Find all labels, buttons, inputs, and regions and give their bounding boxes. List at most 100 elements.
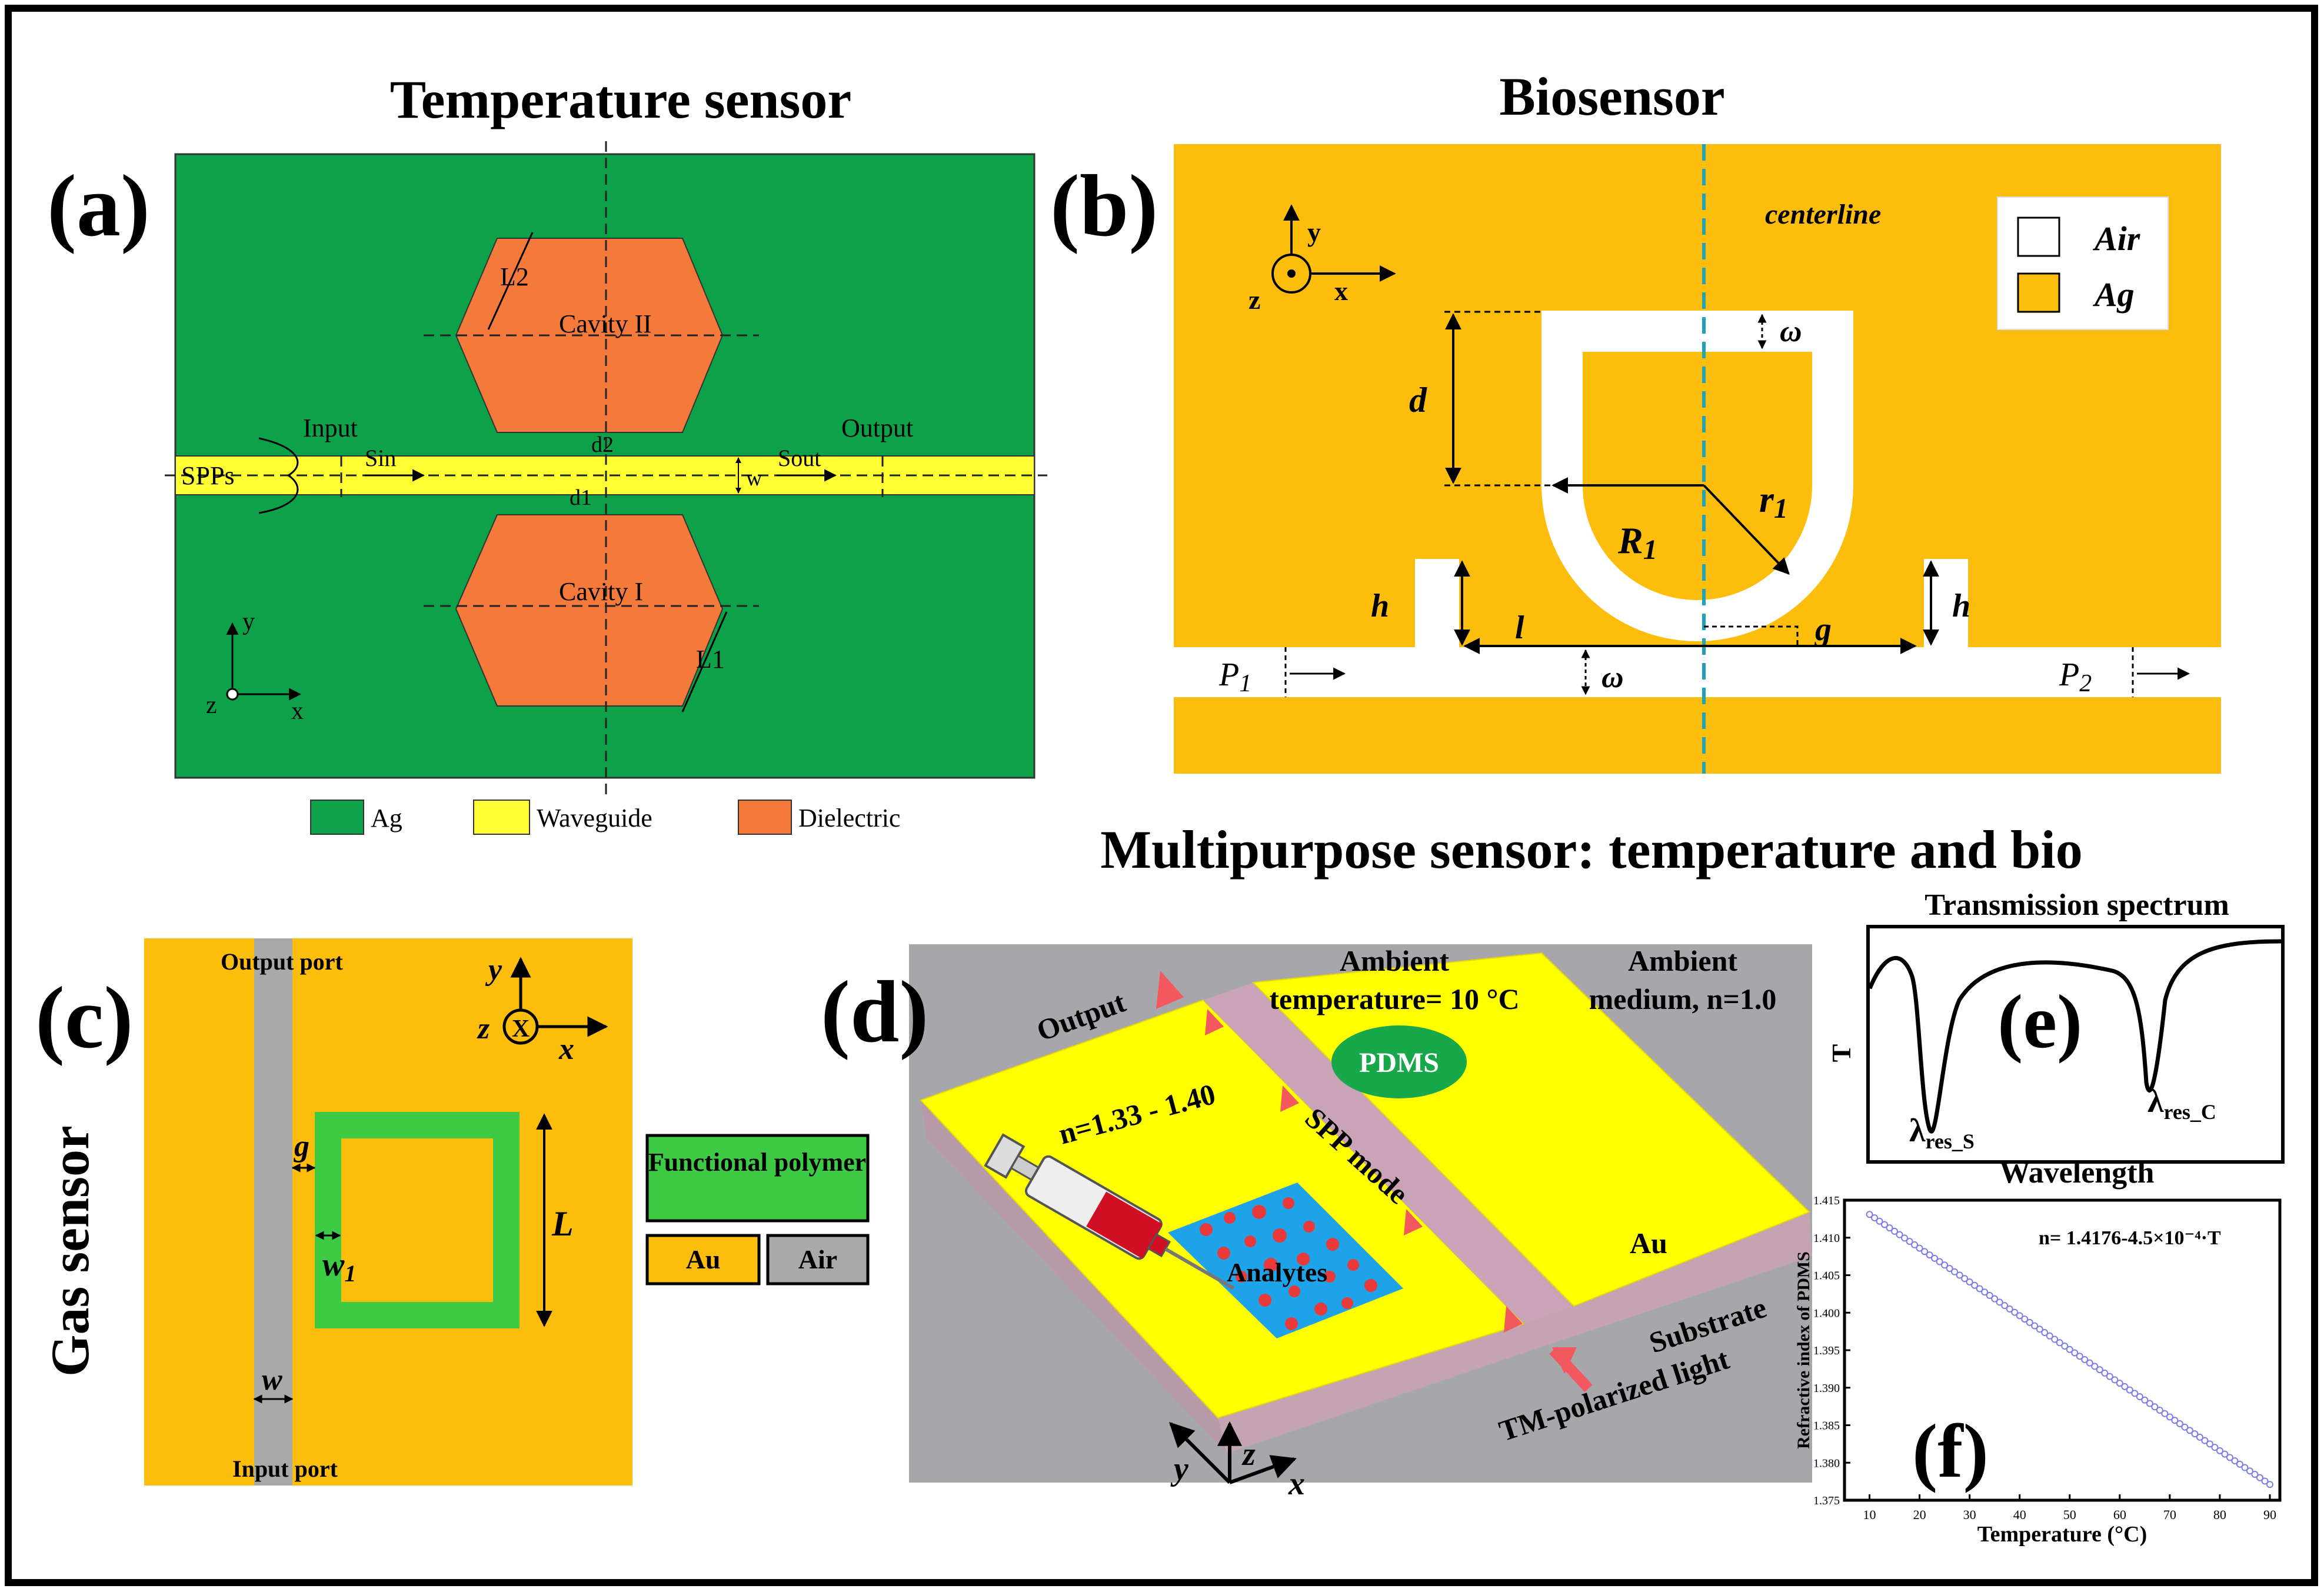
data-point: [1891, 1227, 1899, 1235]
analyte-dot: [1347, 1259, 1359, 1271]
data-point: [1996, 1298, 2003, 1306]
c-l-label: L: [551, 1204, 574, 1243]
analyte-dot: [1236, 1271, 1247, 1283]
syringe-icon: [984, 1133, 1235, 1290]
a-z-axis-icon: [226, 688, 239, 701]
data-point: [2126, 1386, 2133, 1394]
legend-waveguide-swatch: [473, 800, 530, 835]
c-air-waveguide: [254, 938, 292, 1486]
data-point: [1896, 1231, 1903, 1238]
b-y-label: y: [1307, 217, 1321, 247]
legend-dielectric-swatch: [738, 800, 792, 835]
data-point: [2161, 1410, 2169, 1417]
cavity-i-label: Cavity I: [559, 577, 643, 606]
data-point: [2241, 1464, 2249, 1471]
spp-arrow: [1205, 1009, 1224, 1035]
data-point: [1876, 1217, 1883, 1225]
spp-arrow: [1504, 1306, 1523, 1333]
x-tick-label: 30: [1963, 1507, 1976, 1522]
d2-label: d2: [591, 432, 614, 457]
legend-ag-label: Ag: [371, 804, 402, 832]
ambient-temp-line1: Ambient: [1340, 944, 1449, 977]
legend-air-swatch: [2017, 217, 2060, 257]
analyte-dot: [1324, 1271, 1336, 1283]
chart-ylabel: Refractive index of PDMS: [1794, 1251, 1813, 1449]
data-point: [2166, 1413, 2173, 1421]
data-point: [2111, 1376, 2119, 1384]
data-point: [2226, 1454, 2233, 1461]
data-point: [2101, 1369, 2109, 1377]
data-point: [2091, 1363, 2099, 1370]
panel-c-label: (c): [35, 969, 133, 1067]
x-tick-label: 60: [2113, 1507, 2126, 1522]
data-point: [1971, 1281, 1979, 1289]
x-tick-label: 50: [2063, 1507, 2076, 1522]
c-z-axis-symbol: X: [512, 1015, 530, 1043]
p1-label: P1: [1218, 657, 1251, 697]
c-g-label: g: [294, 1130, 309, 1163]
c-z-label: z: [477, 1012, 490, 1045]
panel-b: Biosensor (b) centerline Air Ag y x z ω: [1050, 66, 2221, 774]
data-point: [2056, 1339, 2063, 1347]
data-point: [2016, 1312, 2023, 1320]
x-tick-label: 80: [2213, 1507, 2226, 1522]
gas-sensor-title: Gas sensor: [40, 1125, 100, 1377]
legend-dielectric-label: Dielectric: [798, 804, 900, 832]
l2-label: L2: [500, 262, 529, 291]
lambda-s-label: λres_S: [1909, 1113, 1975, 1153]
legend-functional-swatch: [645, 1134, 870, 1223]
analyte-dot: [1273, 1228, 1287, 1243]
legend-au-label: Au: [686, 1244, 721, 1274]
data-point: [2261, 1477, 2269, 1485]
substrate-front-side: [1218, 1212, 1812, 1453]
b-z-dot: [1287, 269, 1296, 278]
data-point: [2106, 1373, 2113, 1380]
data-point: [2256, 1474, 2263, 1481]
p2-label: P2: [2059, 657, 2092, 697]
input-port-label: Input port: [232, 1456, 338, 1482]
analyte-dot: [1364, 1279, 1377, 1292]
data-point: [2041, 1329, 2049, 1337]
data-point: [2096, 1366, 2103, 1374]
data-point: [1946, 1265, 1953, 1273]
bus-waveguide: [1174, 647, 2221, 697]
centerline-label: centerline: [1765, 199, 1881, 230]
legend-ag-swatch: [310, 800, 364, 835]
pdms-label: PDMS: [1359, 1047, 1439, 1078]
g-dimension: [1704, 625, 1799, 646]
cavity-i: [455, 514, 724, 707]
data-point: [2071, 1349, 2079, 1357]
analyte-dot: [1224, 1212, 1236, 1224]
c-x-label: x: [558, 1033, 574, 1066]
analyte-dot: [1200, 1223, 1213, 1236]
data-point: [1951, 1268, 1959, 1275]
analyte-dot: [1341, 1297, 1353, 1309]
tm-light-arrow: [1549, 1346, 1593, 1393]
data-point: [2196, 1433, 2203, 1441]
data-point: [2116, 1380, 2123, 1387]
l-label: l: [1515, 610, 1524, 646]
data-point: [1936, 1258, 1943, 1265]
output-label: Output: [841, 414, 913, 442]
polymer-ring-core: [341, 1138, 493, 1302]
data-point: [2031, 1322, 2039, 1330]
legend-ag-label-b: Ag: [2093, 275, 2135, 314]
s-in-label: Sin: [365, 445, 396, 471]
output-port-label: Output port: [221, 948, 343, 975]
y-tick-label: 1.415: [1813, 1194, 1840, 1207]
analyte-dot: [1252, 1205, 1266, 1219]
data-point: [2231, 1457, 2239, 1465]
data-point: [2246, 1467, 2253, 1475]
data-point: [2141, 1396, 2149, 1404]
data-point: [2206, 1440, 2213, 1448]
legend-ag-swatch-b: [2017, 272, 2060, 313]
data-point: [2216, 1447, 2223, 1454]
data-point: [1981, 1288, 1989, 1296]
w-label: w: [746, 466, 763, 491]
data-point: [2151, 1403, 2159, 1411]
analyte-dot: [1326, 1238, 1339, 1251]
data-point: [2006, 1305, 2013, 1313]
data-point: [2156, 1407, 2163, 1414]
data-point: [1901, 1234, 1909, 1242]
pdms-ellipse: [1331, 1025, 1467, 1098]
